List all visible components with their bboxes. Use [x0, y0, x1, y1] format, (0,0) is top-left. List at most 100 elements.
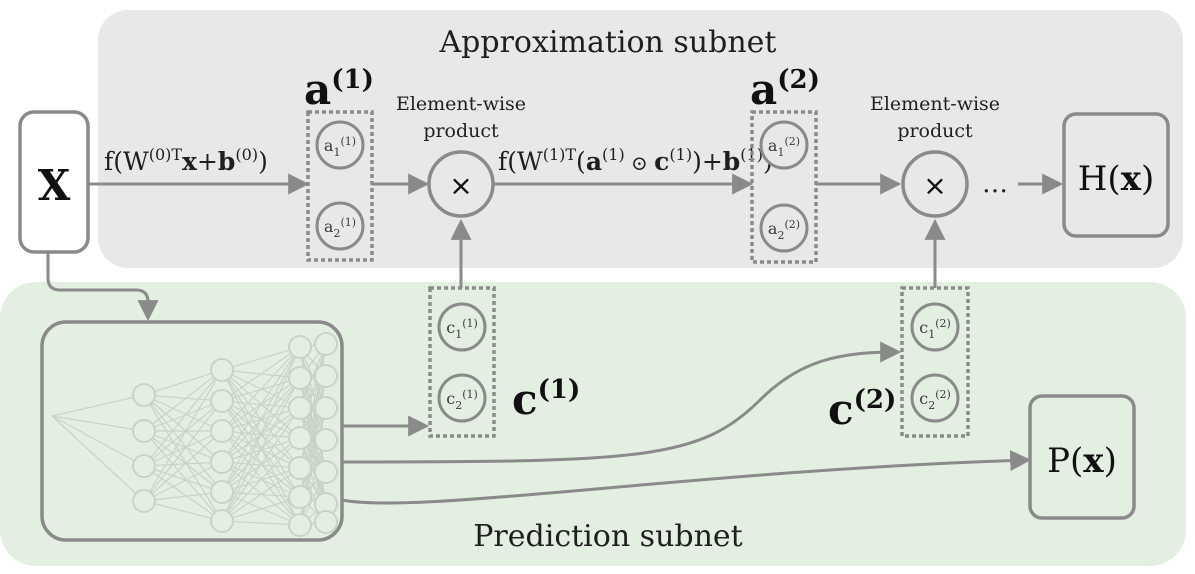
svg-text:a1(1): a1(1)	[324, 135, 356, 159]
faint-edge	[51, 394, 145, 417]
faint-node	[314, 396, 338, 420]
node-a1-1	[315, 120, 365, 170]
product2-caption-line2: product	[897, 120, 973, 142]
product2-caption-line1: Element-wise	[870, 93, 1000, 115]
faint-edge	[221, 520, 301, 526]
prediction-subnet-title: Prediction subnet	[473, 519, 743, 554]
faint-edge	[143, 465, 223, 493]
output-px: P(x)	[1028, 394, 1136, 520]
faint-node	[288, 396, 312, 420]
faint-node	[210, 389, 234, 413]
faint-network-graph	[51, 332, 338, 537]
faint-node	[288, 366, 312, 390]
input-node: X	[18, 110, 90, 254]
svg-text:c2(1): c2(1)	[446, 388, 478, 412]
product1-caption-line1: Element-wise	[396, 93, 526, 115]
faint-node	[314, 460, 338, 484]
faint-edge	[143, 430, 223, 463]
faint-edge	[299, 377, 327, 473]
faint-edge	[143, 394, 223, 522]
product1-symbol: ×	[449, 169, 472, 202]
faint-node	[132, 383, 156, 407]
svg-text:a1(2): a1(2)	[768, 135, 800, 159]
faint-edge	[143, 461, 223, 502]
faint-edge	[221, 496, 301, 522]
arrow-x-to-prediction-net	[46, 252, 159, 322]
input-label: X	[38, 161, 71, 210]
faint-edge	[143, 369, 223, 502]
faint-node	[288, 456, 312, 480]
faint-edge	[221, 346, 301, 522]
faint-edge	[221, 346, 301, 371]
faint-node	[314, 428, 338, 452]
faint-edge	[221, 346, 301, 493]
svg-text:H(x): H(x)	[1078, 159, 1154, 199]
faint-node	[314, 332, 338, 356]
formula-f1: f(W(1)T(a(1) ⊙ c(1))+b(1))	[498, 145, 773, 176]
faint-node	[132, 419, 156, 443]
prediction-network	[40, 320, 344, 542]
svg-text:P(x): P(x)	[1047, 441, 1117, 481]
faint-edge	[221, 369, 301, 526]
faint-node	[288, 513, 312, 537]
faint-edge	[143, 400, 223, 467]
faint-edge	[143, 491, 223, 502]
arrow-net-to-px	[341, 450, 1032, 505]
ellipsis: …	[982, 169, 1008, 199]
product-node-2: Element-wise product ×	[870, 93, 1000, 218]
svg-text:c2(2): c2(2)	[919, 388, 951, 412]
faint-edge	[299, 343, 327, 439]
layer-c2: c1(2) c2(2) c(2)	[828, 286, 970, 438]
product1-caption-line2: product	[423, 120, 499, 142]
faint-node	[210, 419, 234, 443]
faint-edge	[221, 407, 301, 522]
faint-node	[288, 426, 312, 450]
node-a2-2	[759, 203, 809, 253]
faint-node	[210, 509, 234, 533]
faint-edge	[143, 369, 223, 467]
faint-edge	[143, 369, 223, 432]
faint-node	[314, 364, 338, 388]
faint-edge	[221, 430, 301, 526]
faint-edge	[221, 346, 301, 463]
faint-node	[132, 489, 156, 513]
node-c2-2	[910, 373, 960, 423]
faint-edge	[51, 415, 145, 432]
faint-node	[210, 450, 234, 474]
faint-node	[210, 358, 234, 382]
faint-edge	[143, 465, 223, 522]
faint-node	[210, 480, 234, 504]
node-c1-2	[437, 373, 487, 423]
node-a2-1	[759, 120, 809, 170]
product-node-1: Element-wise product ×	[396, 93, 526, 218]
faint-node	[288, 485, 312, 509]
node-c2-1	[910, 302, 960, 352]
layer-a1-label: a(1)	[304, 65, 374, 114]
faint-edge	[143, 400, 223, 502]
faint-node	[314, 510, 338, 534]
faint-edge	[143, 394, 223, 493]
formula-f0: f(W(0)Tx+b(0))	[104, 145, 268, 176]
svg-text:c1(1): c1(1)	[446, 317, 478, 341]
layer-a2-label: a(2)	[750, 65, 820, 114]
faint-edge	[221, 346, 301, 402]
arrow-net-to-c2	[341, 341, 902, 464]
faint-edge	[143, 430, 223, 467]
product2-symbol: ×	[923, 169, 946, 202]
layer-c2-label: c(2)	[828, 385, 896, 434]
faint-edge	[143, 394, 223, 402]
faint-edge	[221, 377, 301, 522]
layer-a1: a(1) a1(1) a2(1)	[304, 65, 374, 262]
layer-a2: a(2) a1(2) a2(2)	[750, 65, 820, 264]
svg-text:a2(1): a2(1)	[324, 216, 356, 240]
faint-edge	[51, 415, 145, 502]
faint-edge	[143, 461, 223, 467]
faint-edge	[221, 346, 301, 432]
faint-edge	[143, 430, 223, 522]
layer-c1-label: c(1)	[512, 375, 580, 424]
faint-edge	[221, 467, 301, 522]
node-a1-2	[315, 201, 365, 251]
faint-edge	[143, 400, 223, 432]
faint-edge	[143, 430, 223, 502]
